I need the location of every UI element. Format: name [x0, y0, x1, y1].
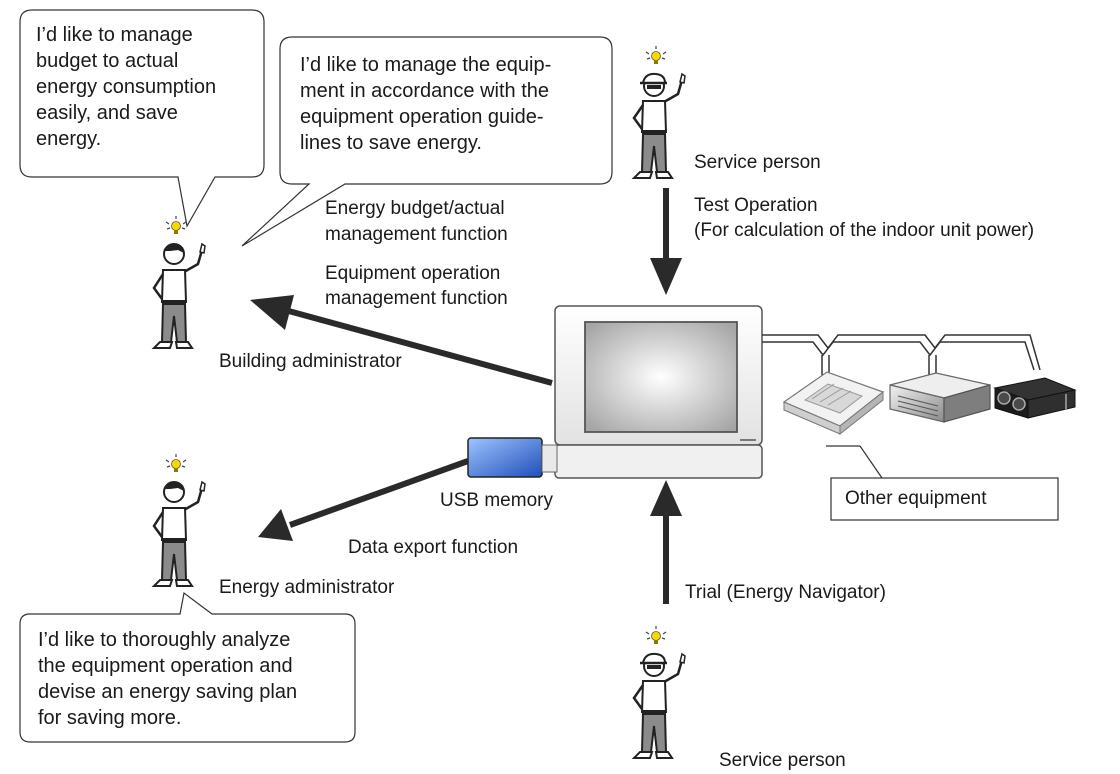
label-budget-function-line2: management function [325, 224, 508, 245]
bubble-text-budget: I’d like to manage budget to actual ener… [36, 24, 217, 150]
other-equipment-callout [826, 445, 1059, 521]
speech-bubble-budget [19, 9, 265, 228]
label-building-administrator: Building administrator [219, 351, 402, 372]
label-budget-function-line1: Energy budget/actual [325, 198, 505, 219]
cassette-ac-unit [782, 371, 885, 436]
label-equipment-function-line2: management function [325, 288, 508, 309]
label-test-operation: Test Operation [694, 195, 818, 216]
speech-bubble-analyze [19, 591, 356, 743]
central-controller [554, 305, 763, 479]
label-usb-memory: USB memory [440, 490, 553, 511]
label-other-equipment: Other equipment [845, 488, 987, 509]
energy-administrator-figure [152, 452, 207, 588]
speech-bubble-equipment [241, 36, 613, 247]
arrow-to-building-admin [250, 295, 553, 386]
arrow-trial [650, 480, 682, 604]
bubble-text-equipment: I’d like to manage the equip- ment in ac… [300, 54, 552, 154]
arrow-to-energy-admin [258, 458, 470, 541]
service-person-top-figure [632, 44, 687, 180]
label-service-person-top: Service person [694, 152, 821, 173]
building-administrator-figure [152, 214, 207, 350]
label-service-person-bottom: Service person [719, 750, 846, 771]
label-test-operation-note: (For calculation of the indoor unit powe… [694, 220, 1035, 241]
ducted-ac-unit [889, 372, 991, 423]
label-energy-administrator: Energy administrator [219, 577, 395, 598]
label-equipment-function-line1: Equipment operation [325, 263, 501, 284]
ventilation-unit [993, 377, 1077, 419]
label-data-export: Data export function [348, 537, 519, 558]
label-trial: Trial (Energy Navigator) [685, 582, 886, 603]
equipment-connection-wires [762, 334, 1041, 380]
arrow-test-operation [650, 188, 682, 295]
service-person-bottom-figure [632, 624, 687, 760]
usb-memory-stick [467, 437, 558, 478]
bubble-text-analyze: I’d like to thoroughly analyze the equip… [38, 629, 298, 729]
